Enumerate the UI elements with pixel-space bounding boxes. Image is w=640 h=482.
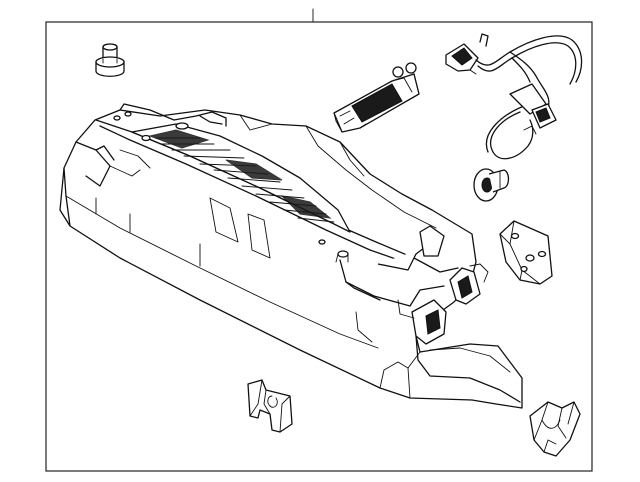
retainer-clip-left bbox=[247, 379, 293, 433]
glove-box-assembly bbox=[59, 103, 523, 409]
diagram-frame bbox=[45, 21, 593, 472]
retainer-clip-right bbox=[529, 401, 581, 457]
latch-switch bbox=[333, 62, 420, 133]
push-pin-clip bbox=[95, 43, 125, 77]
wire-harness bbox=[445, 33, 583, 160]
hinge-bracket bbox=[499, 220, 553, 285]
bumper-stop bbox=[473, 168, 510, 202]
